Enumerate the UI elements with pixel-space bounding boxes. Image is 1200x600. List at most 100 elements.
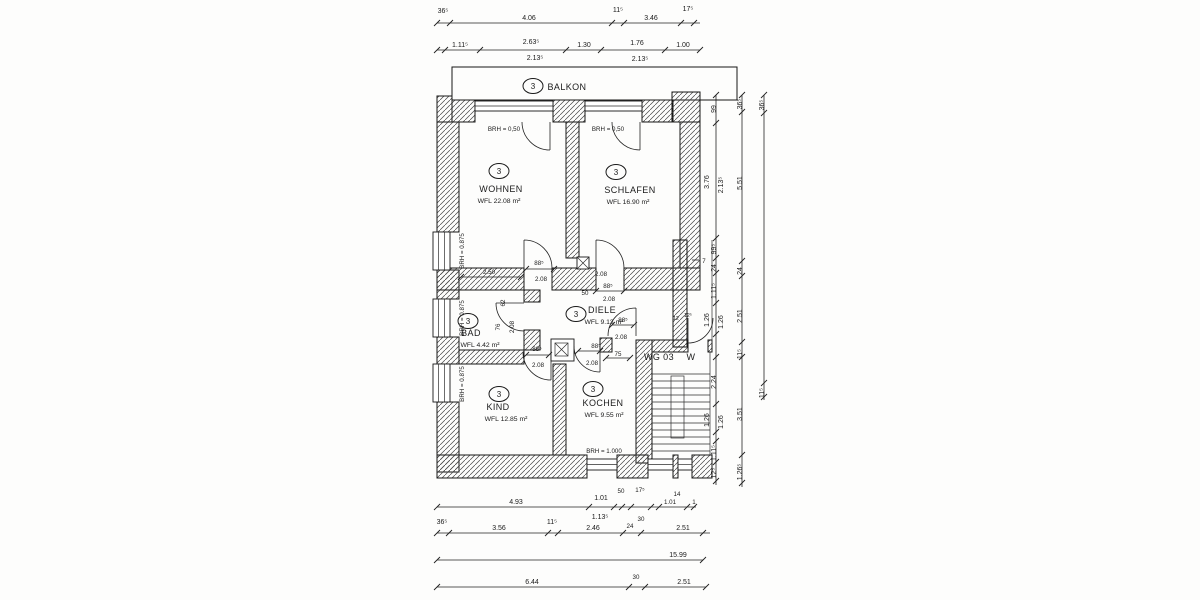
dim-label: 12⁵: [684, 313, 692, 319]
room-name-bad: BAD: [461, 328, 481, 338]
dim-label: 50: [582, 290, 589, 297]
dim-label: 1.76: [630, 40, 644, 47]
dim-label: 62: [500, 299, 507, 306]
room-number: 3: [466, 317, 471, 326]
dim-label: 15.99: [669, 552, 687, 559]
dim-label: 1.01: [594, 495, 608, 502]
dimension-row-top2: 1.11⁵ 2.63⁵ 2.13⁵ 1.30 1.76 2.13⁵ 1.00: [433, 39, 704, 63]
dim-label: 88⁵: [603, 283, 613, 290]
dimensions-interior: 2.50 88⁵ 2.08 50 2.08 88⁵ 2.08 62 76 2.0…: [457, 258, 706, 369]
dim-label: 36⁵: [437, 519, 448, 526]
unit-label-wg03: WG 03: [644, 352, 674, 362]
dim-label: 24: [627, 523, 634, 530]
dim-label: 2.51: [677, 579, 691, 586]
dim-label: 6.44: [525, 579, 539, 586]
dim-label: 4.06: [522, 15, 536, 22]
dim-label: 2.08: [595, 271, 608, 278]
dim-label: 1.30: [577, 42, 591, 49]
dim-label: 11⁵: [737, 349, 744, 359]
dimension-row-bottom2: 36⁵ 3.56 11⁵ 2.46 30 24 2.51: [433, 516, 710, 537]
window-balcony-schlafen: [584, 100, 643, 112]
dim-label: 1: [692, 499, 696, 506]
dim-label: 24: [737, 267, 744, 275]
room-labels: 3 BALKON 3 WOHNEN WFL 22.08 m² 3 SCHLAFE…: [457, 78, 655, 423]
dim-label: 1.11⁵: [711, 445, 718, 461]
dim-label: 36⁵: [438, 8, 449, 15]
dim-label: 1.01: [664, 499, 677, 506]
doors: [495, 121, 714, 381]
dim-label: 2.08: [615, 334, 628, 341]
dim-label: 50: [618, 488, 625, 495]
dimension-col-right1: 99 3.76 2.13⁵ 99⁵ 24 1.11⁵ 1.26 1.26 2.2…: [704, 91, 725, 485]
dim-label: 88⁵: [591, 343, 601, 350]
dim-label: 36⁵: [737, 99, 744, 110]
dim-label: 7: [702, 258, 706, 265]
dim-label: 2.51: [737, 309, 744, 323]
dim-label: 1.26: [718, 415, 725, 429]
dim-label: 12⁵: [711, 468, 718, 479]
balcony-outline: [451, 66, 738, 101]
dim-label: 2.08: [532, 362, 545, 369]
brh-label: BRH = 0,50: [488, 126, 521, 133]
room-area-kochen: WFL 9.55 m²: [584, 412, 624, 419]
brh-label: BRH = 1.000: [586, 448, 622, 455]
dim-label: 30: [633, 574, 640, 581]
room-name-schlafen: SCHLAFEN: [604, 185, 655, 195]
dim-label: 1.26: [718, 315, 725, 329]
room-number: 3: [531, 82, 536, 91]
dim-label: 1.26: [704, 313, 711, 327]
dim-label: 2.08: [603, 296, 616, 303]
brh-label: BRH = 0.875: [459, 233, 466, 269]
walls: [436, 91, 713, 479]
dim-label: 99: [711, 105, 718, 113]
dim-label: 2.13⁵: [632, 56, 649, 63]
room-name-kochen: KOCHEN: [583, 398, 624, 408]
stair-stringer: [670, 375, 685, 439]
window-left-bad: [432, 298, 451, 338]
dim-label: 30: [638, 516, 645, 523]
dim-label: 2.63⁵: [523, 39, 540, 46]
dimension-row-bottom4: 6.44 30 2.51: [433, 574, 710, 591]
door-bad: [495, 302, 525, 332]
dim-label: 76: [495, 323, 502, 330]
dim-label: 1.26⁵: [737, 464, 744, 481]
room-name-diele: DIELE: [588, 305, 616, 315]
door-balcony-wohnen: [521, 121, 551, 151]
unit-label-next: W: [687, 352, 696, 362]
dim-label: 88⁵: [532, 346, 542, 353]
dimension-col-right2: 36⁵ 5.51 24 2.51 11⁵ 3.51 1.26⁵: [737, 91, 746, 487]
dimension-row-bottom3: 15.99: [433, 552, 707, 564]
door-balcony-schlafen: [611, 121, 641, 151]
dim-label: 2.13⁵: [527, 55, 544, 62]
door-entry: [607, 307, 637, 337]
window-bottom-stair1: [647, 458, 674, 471]
room-number: 3: [574, 310, 579, 319]
annotations: BRH = 0,50 BRH = 0,50 BRH = 0.875 BRH = …: [459, 126, 696, 455]
dim-label: 3.51: [737, 407, 744, 421]
room-area-schlafen: WFL 16.90 m²: [607, 199, 651, 206]
wall-box: [576, 256, 590, 270]
room-number: 3: [497, 167, 502, 176]
window-balcony-wohnen: [474, 100, 554, 112]
dim-label: 12: [673, 316, 679, 322]
dim-label: 2.46: [586, 525, 600, 532]
dim-label: 4.93: [509, 499, 523, 506]
brh-label: BRH = 0,50: [592, 126, 625, 133]
dim-label: 17⁵: [635, 487, 645, 494]
room-name-kind: KIND: [486, 402, 509, 412]
room-area-kind: WFL 12.85 m²: [485, 416, 529, 423]
brh-label: BRH = 0.875: [459, 366, 466, 402]
room-number: 3: [497, 390, 502, 399]
dim-label: 11⁵: [759, 388, 766, 398]
dim-label: 3.76: [704, 175, 711, 189]
dim-label: 88⁵: [618, 317, 628, 324]
dim-label: 1.11⁵: [711, 283, 718, 299]
room-name-wohnen: WOHNEN: [479, 184, 522, 194]
dim-label: 75: [615, 351, 622, 358]
staircase: [652, 373, 710, 452]
dim-label: 1.11⁵: [452, 42, 468, 49]
room-area-bad: WFL 4.42 m²: [460, 342, 500, 349]
door-wohnen-diele: [523, 239, 553, 269]
